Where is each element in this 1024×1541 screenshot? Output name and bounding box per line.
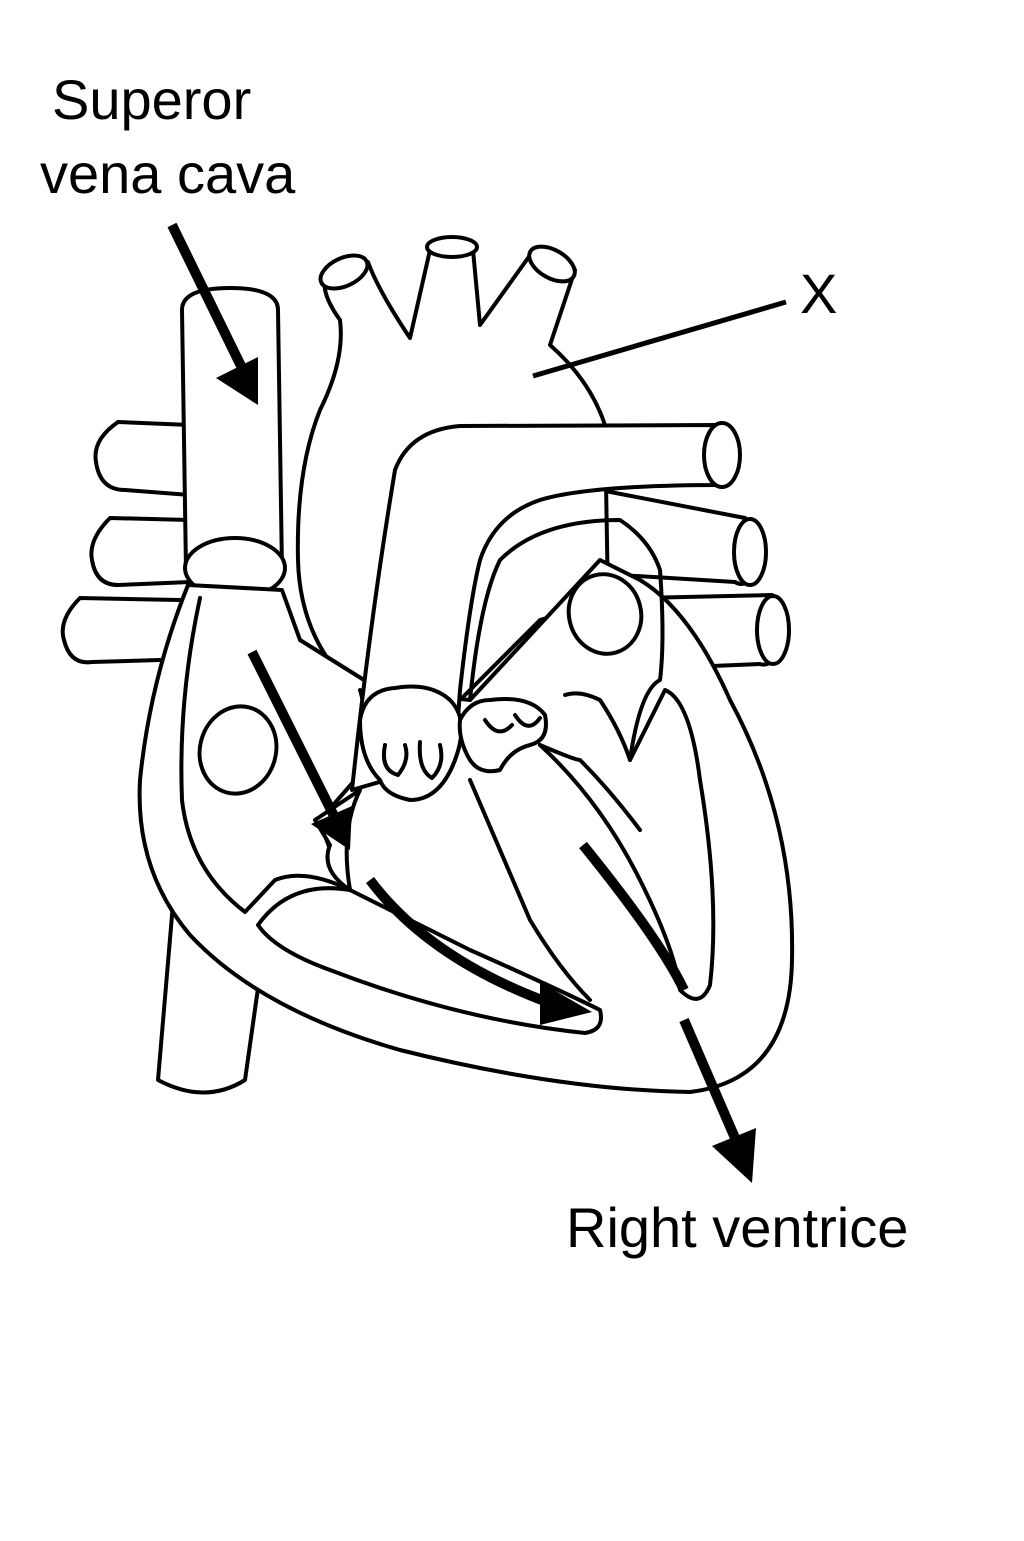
right-ventricle-label: Right ventrice [566,1196,909,1259]
superior-vena-cava [180,286,284,572]
arrow-svc-entry [167,222,248,373]
arrow-atrium-to-valve [247,649,341,823]
superior-vena-cava-label-line2: vena cava [40,142,296,205]
left-atrium [468,518,665,762]
right-ventricle-chamber [256,886,603,1035]
blood-flow-arrows [167,222,756,1183]
interventricular-septum [468,778,592,1002]
arrow-left-ventricle [579,841,689,993]
left-ventricle-chamber [538,688,716,1001]
arrow-svc-entry-head [216,357,258,405]
aortic-valve [457,697,548,774]
inferior-vena-cava [156,878,264,1095]
pulmonary-veins-left [60,420,192,665]
arrow-atrium-to-valve-head [311,806,352,850]
arrow-ventricle-flow [366,876,557,1010]
pulmonary-valve [358,684,464,802]
arrow-ventricle-flow-head [540,982,592,1025]
right-atrium-opening [197,704,279,796]
arrow-right-ventricle-label-head [712,1128,756,1183]
x-leader-line [532,299,787,379]
arrow-right-ventricle-label [679,1018,743,1147]
x-label: X [800,262,838,325]
pulmonary-vein-opening [566,572,644,656]
superior-vena-cava-label-line1: Superor [52,68,252,131]
